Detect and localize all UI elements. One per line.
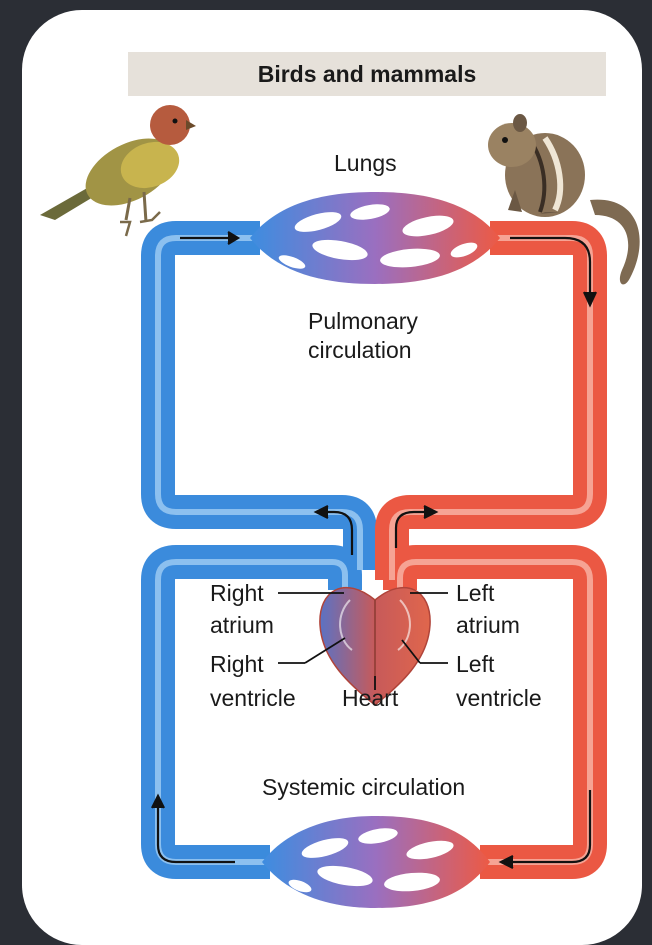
label-left-ventricle-2: ventricle (456, 685, 542, 712)
label-heart: Heart (342, 685, 398, 712)
label-left-atrium-1: Left (456, 580, 494, 607)
label-pulmonary-2: circulation (308, 337, 412, 364)
label-systemic-circulation: Systemic circulation (262, 774, 465, 801)
diagram-title: Birds and mammals (128, 52, 606, 96)
label-right-ventricle-1: Right (210, 651, 264, 678)
label-left-ventricle-1: Left (456, 651, 494, 678)
label-pulmonary-1: Pulmonary (308, 308, 418, 335)
label-lungs: Lungs (334, 150, 397, 177)
label-left-atrium-2: atrium (456, 612, 520, 639)
label-right-ventricle-2: ventricle (210, 685, 296, 712)
label-right-atrium-1: Right (210, 580, 264, 607)
label-right-atrium-2: atrium (210, 612, 274, 639)
